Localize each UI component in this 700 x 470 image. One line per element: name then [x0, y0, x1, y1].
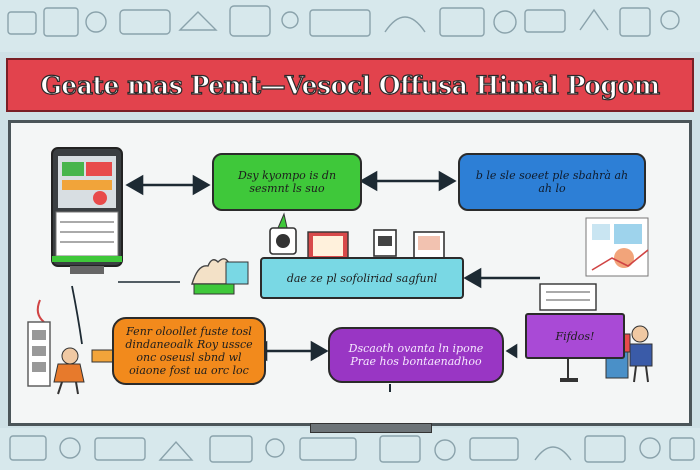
- banner-title: Geate mas Pemt—Vesocl Offusa Himal Pogom: [40, 70, 661, 100]
- green-process-box: Dsy kyompo is dn sesmnt ls suo: [212, 153, 362, 211]
- cyan-process-text: dae ze pl sofoliriad sagfunl: [286, 271, 438, 285]
- violet-label-text: Fifdos!: [555, 329, 595, 343]
- green-process-text: Dsy kyompo is dn sesmnt ls suo: [237, 169, 337, 195]
- orange-process-box: Fenr oloollet fuste tosl dindaneoalk Roy…: [112, 317, 266, 385]
- title-banner: Geate mas Pemt—Vesocl Offusa Himal Pogom: [6, 58, 694, 112]
- board-stand: [310, 423, 432, 433]
- violet-label-box: Fifdos!: [525, 313, 625, 359]
- orange-process-text: Fenr oloollet fuste tosl dindaneoalk Roy…: [125, 325, 253, 377]
- blue-process-box: b le sle soeet ple sbahrà ah ah lo: [458, 153, 646, 211]
- blue-process-text: b le sle soeet ple sbahrà ah ah lo: [475, 169, 629, 195]
- purple-process-text: Dscaoth ovanta ln ipone Prae hos bontaen…: [348, 342, 484, 368]
- purple-process-box: Dscaoth ovanta ln ipone Prae hos bontaen…: [328, 327, 504, 383]
- cyan-process-box: dae ze pl sofoliriad sagfunl: [260, 257, 464, 299]
